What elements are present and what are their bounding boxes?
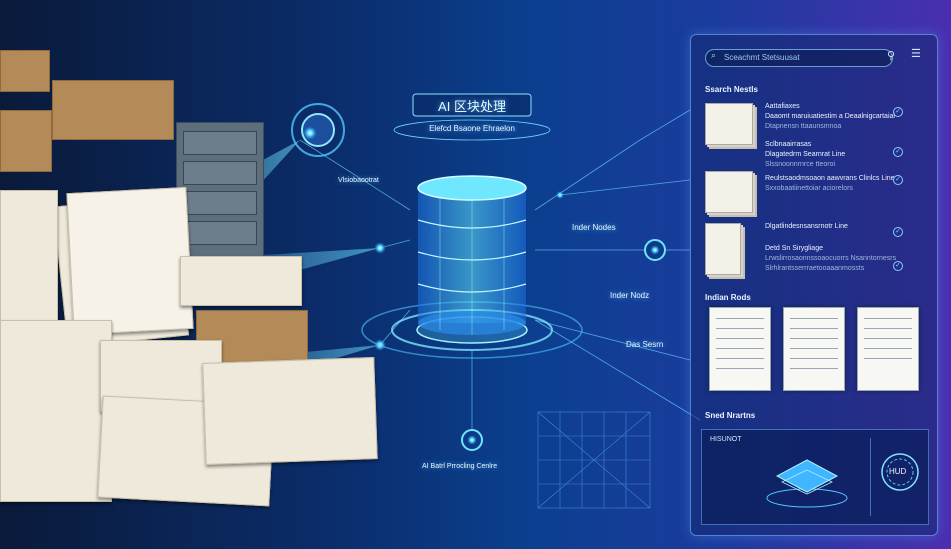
results-panel: Sceachmt Stetsuusat ⌕ ⚲ ☰ Ssarch Nestls … <box>690 34 938 536</box>
document-card[interactable] <box>857 307 919 391</box>
index-title: Indian Rods <box>705 293 751 302</box>
check-icon: ✓ <box>893 147 903 157</box>
check-icon: ✓ <box>893 107 903 117</box>
label-vision: Vlsiobaootrat <box>338 177 379 184</box>
check-icon: ✓ <box>893 227 903 237</box>
list-item[interactable]: Aattafiaxes Daaomt maruiuatiestim a Deaa… <box>705 99 925 155</box>
visual-title: Sned Nrartns <box>705 411 756 420</box>
node-icon <box>374 242 386 254</box>
menu-icon[interactable]: ☰ <box>911 48 921 60</box>
database-icon <box>417 175 527 335</box>
list-item[interactable]: Dlgatlindesnsansrnotr Line ✓ <box>705 219 925 275</box>
list-item[interactable]: Reulstsaodmsoaon aawvrans Clinlcs Line S… <box>705 167 925 223</box>
paper-archive <box>0 40 378 540</box>
visual-preview: HISUNOT HUD <box>701 429 929 525</box>
list-item[interactable]: Detd Sn Sirygliage Lrwslirrosaonnssoaocu… <box>705 243 925 299</box>
document-thumbnail <box>705 223 741 275</box>
list-item[interactable]: Sclbnaairrasas Dlagatedrm Searnrat Line … <box>705 139 925 195</box>
document-card[interactable] <box>709 307 771 391</box>
wireframe-grid <box>537 411 651 509</box>
document-card[interactable] <box>783 307 845 391</box>
results-title: Ssarch Nestls <box>705 85 758 94</box>
document-thumbnail <box>705 103 753 145</box>
page-subtitle: Elefcd Bsaone Ehraelon <box>429 124 515 133</box>
label-data-search: Das Sesrn <box>626 340 664 349</box>
search-button-icon[interactable]: ⚲ <box>887 50 896 62</box>
page-title: AI 区块处理 <box>438 99 506 114</box>
hud-icon <box>881 453 919 491</box>
label-processing-center: AI Batrl Prrocling Cenlre <box>422 463 498 470</box>
check-icon: ✓ <box>893 261 903 271</box>
label-index-nodes: Inder Nodes <box>572 223 616 232</box>
document-thumbnail <box>705 171 753 213</box>
camera-icon <box>291 103 345 157</box>
search-icon: ⌕ <box>711 50 717 60</box>
check-icon: ✓ <box>893 175 903 185</box>
label-index-nodes-2: Inder Nodz <box>610 291 650 300</box>
search-input[interactable]: Sceachmt Stetsuusat <box>705 49 893 67</box>
cube-icon <box>766 459 848 508</box>
